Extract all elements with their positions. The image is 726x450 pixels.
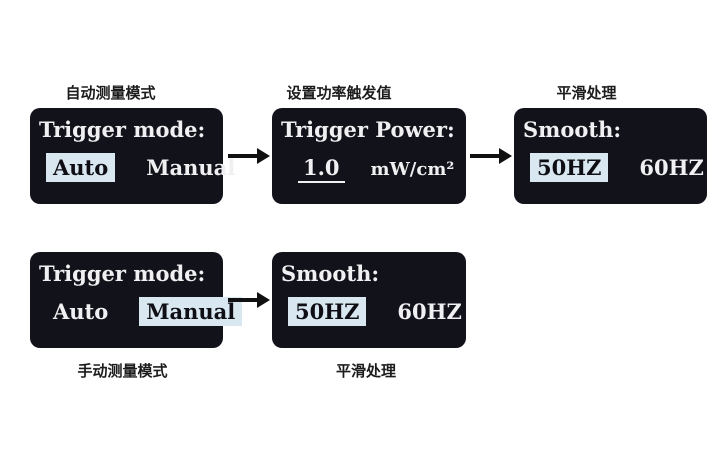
lcd-screen-trigger-mode-manual: Trigger mode: Auto Manual <box>30 252 243 348</box>
trigger-power-value: 1.0 <box>298 155 345 183</box>
arrow-right-icon <box>470 148 512 164</box>
lcd-screen-trigger-power: Trigger Power: 1.0 mW/cm² <box>272 108 466 204</box>
arrow-shaft <box>470 154 501 158</box>
option-60hz: 60HZ <box>639 155 704 180</box>
screen-title-trigger-mode: Trigger mode: <box>39 117 206 142</box>
arrow-head <box>499 148 512 164</box>
caption-auto-measure-mode: 自动测量模式 <box>65 85 156 102</box>
arrow-right-icon <box>228 148 270 164</box>
option-auto-selected: Auto <box>46 153 116 182</box>
lcd-screen-smooth-bottom: Smooth: 50HZ 60HZ <box>272 252 466 348</box>
trigger-power-unit: mW/cm² <box>370 159 455 180</box>
option-manual: Manual <box>146 155 236 180</box>
arrow-head <box>257 148 270 164</box>
caption-manual-measure-mode: 手动测量模式 <box>77 363 168 380</box>
lcd-screen-smooth-top: Smooth: 50HZ 60HZ <box>514 108 707 204</box>
arrow-right-icon <box>228 292 270 308</box>
caption-smoothing-top: 平滑处理 <box>556 85 617 102</box>
screen-title-trigger-power: Trigger Power: <box>281 117 455 142</box>
lcd-screen-trigger-mode-auto: Trigger mode: Auto Manual <box>30 108 235 204</box>
option-row: 50HZ 60HZ <box>288 297 466 326</box>
option-manual-selected: Manual <box>139 297 243 326</box>
value-row: 1.0 mW/cm² <box>298 155 466 183</box>
screen-title-trigger-mode: Trigger mode: <box>39 261 206 286</box>
option-60hz: 60HZ <box>397 299 462 324</box>
option-row: Auto Manual <box>46 297 243 326</box>
option-auto: Auto <box>53 299 109 324</box>
arrow-head <box>257 292 270 308</box>
caption-smoothing-bottom: 平滑处理 <box>335 363 396 380</box>
screen-title-smooth: Smooth: <box>281 261 380 286</box>
caption-set-power-trigger-value: 设置功率触发值 <box>286 85 392 102</box>
arrow-shaft <box>228 154 259 158</box>
option-row: Auto Manual <box>46 153 235 182</box>
arrow-shaft <box>228 298 259 302</box>
screen-title-smooth: Smooth: <box>523 117 622 142</box>
option-row: 50HZ 60HZ <box>530 153 707 182</box>
option-50hz-selected: 50HZ <box>530 153 609 182</box>
option-50hz-selected: 50HZ <box>288 297 367 326</box>
